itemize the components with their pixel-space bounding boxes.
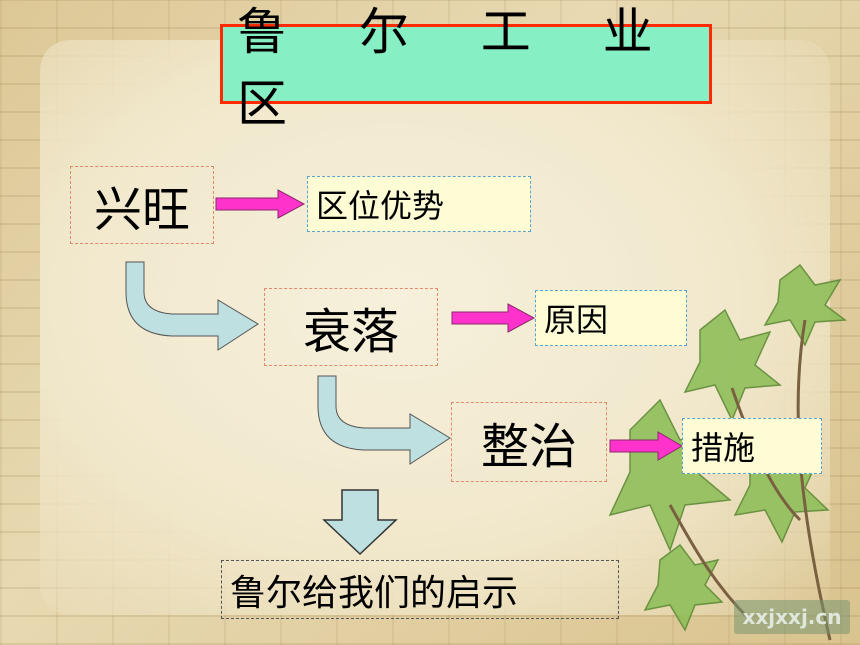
page-title: 鲁 尔 工 业 区 [237,3,681,133]
stage-decline: 衰落 [264,288,438,366]
detail-label: 区位优势 [316,187,445,225]
pink-arrow-icon [215,189,306,219]
conclusion-box: 鲁尔给我们的启示 [221,560,619,619]
stage-label: 衰落 [302,304,399,360]
title-box: 鲁 尔 工 业 区 [220,3,712,133]
down-arrow-icon [322,489,398,556]
detail-label: 措施 [691,429,756,467]
detail-cause: 原因 [535,290,687,346]
detail-location-advantage: 区位优势 [307,176,531,232]
watermark-text: xxjxxj.cn [742,605,842,629]
stage-label: 整治 [480,419,577,475]
pink-arrow-icon [609,431,683,461]
pink-arrow-icon [451,303,536,333]
detail-measures: 措施 [682,418,822,474]
watermark-logo: xxjxxj.cn [734,600,850,634]
conclusion-text: 鲁尔给我们的启示 [230,572,519,614]
flow-arrow-icon [125,261,259,351]
flow-arrow-icon [317,375,451,465]
stage-prosperity: 兴旺 [70,166,214,244]
stage-label: 兴旺 [93,182,190,238]
stage-rectification: 整治 [451,402,607,482]
detail-label: 原因 [544,301,609,339]
